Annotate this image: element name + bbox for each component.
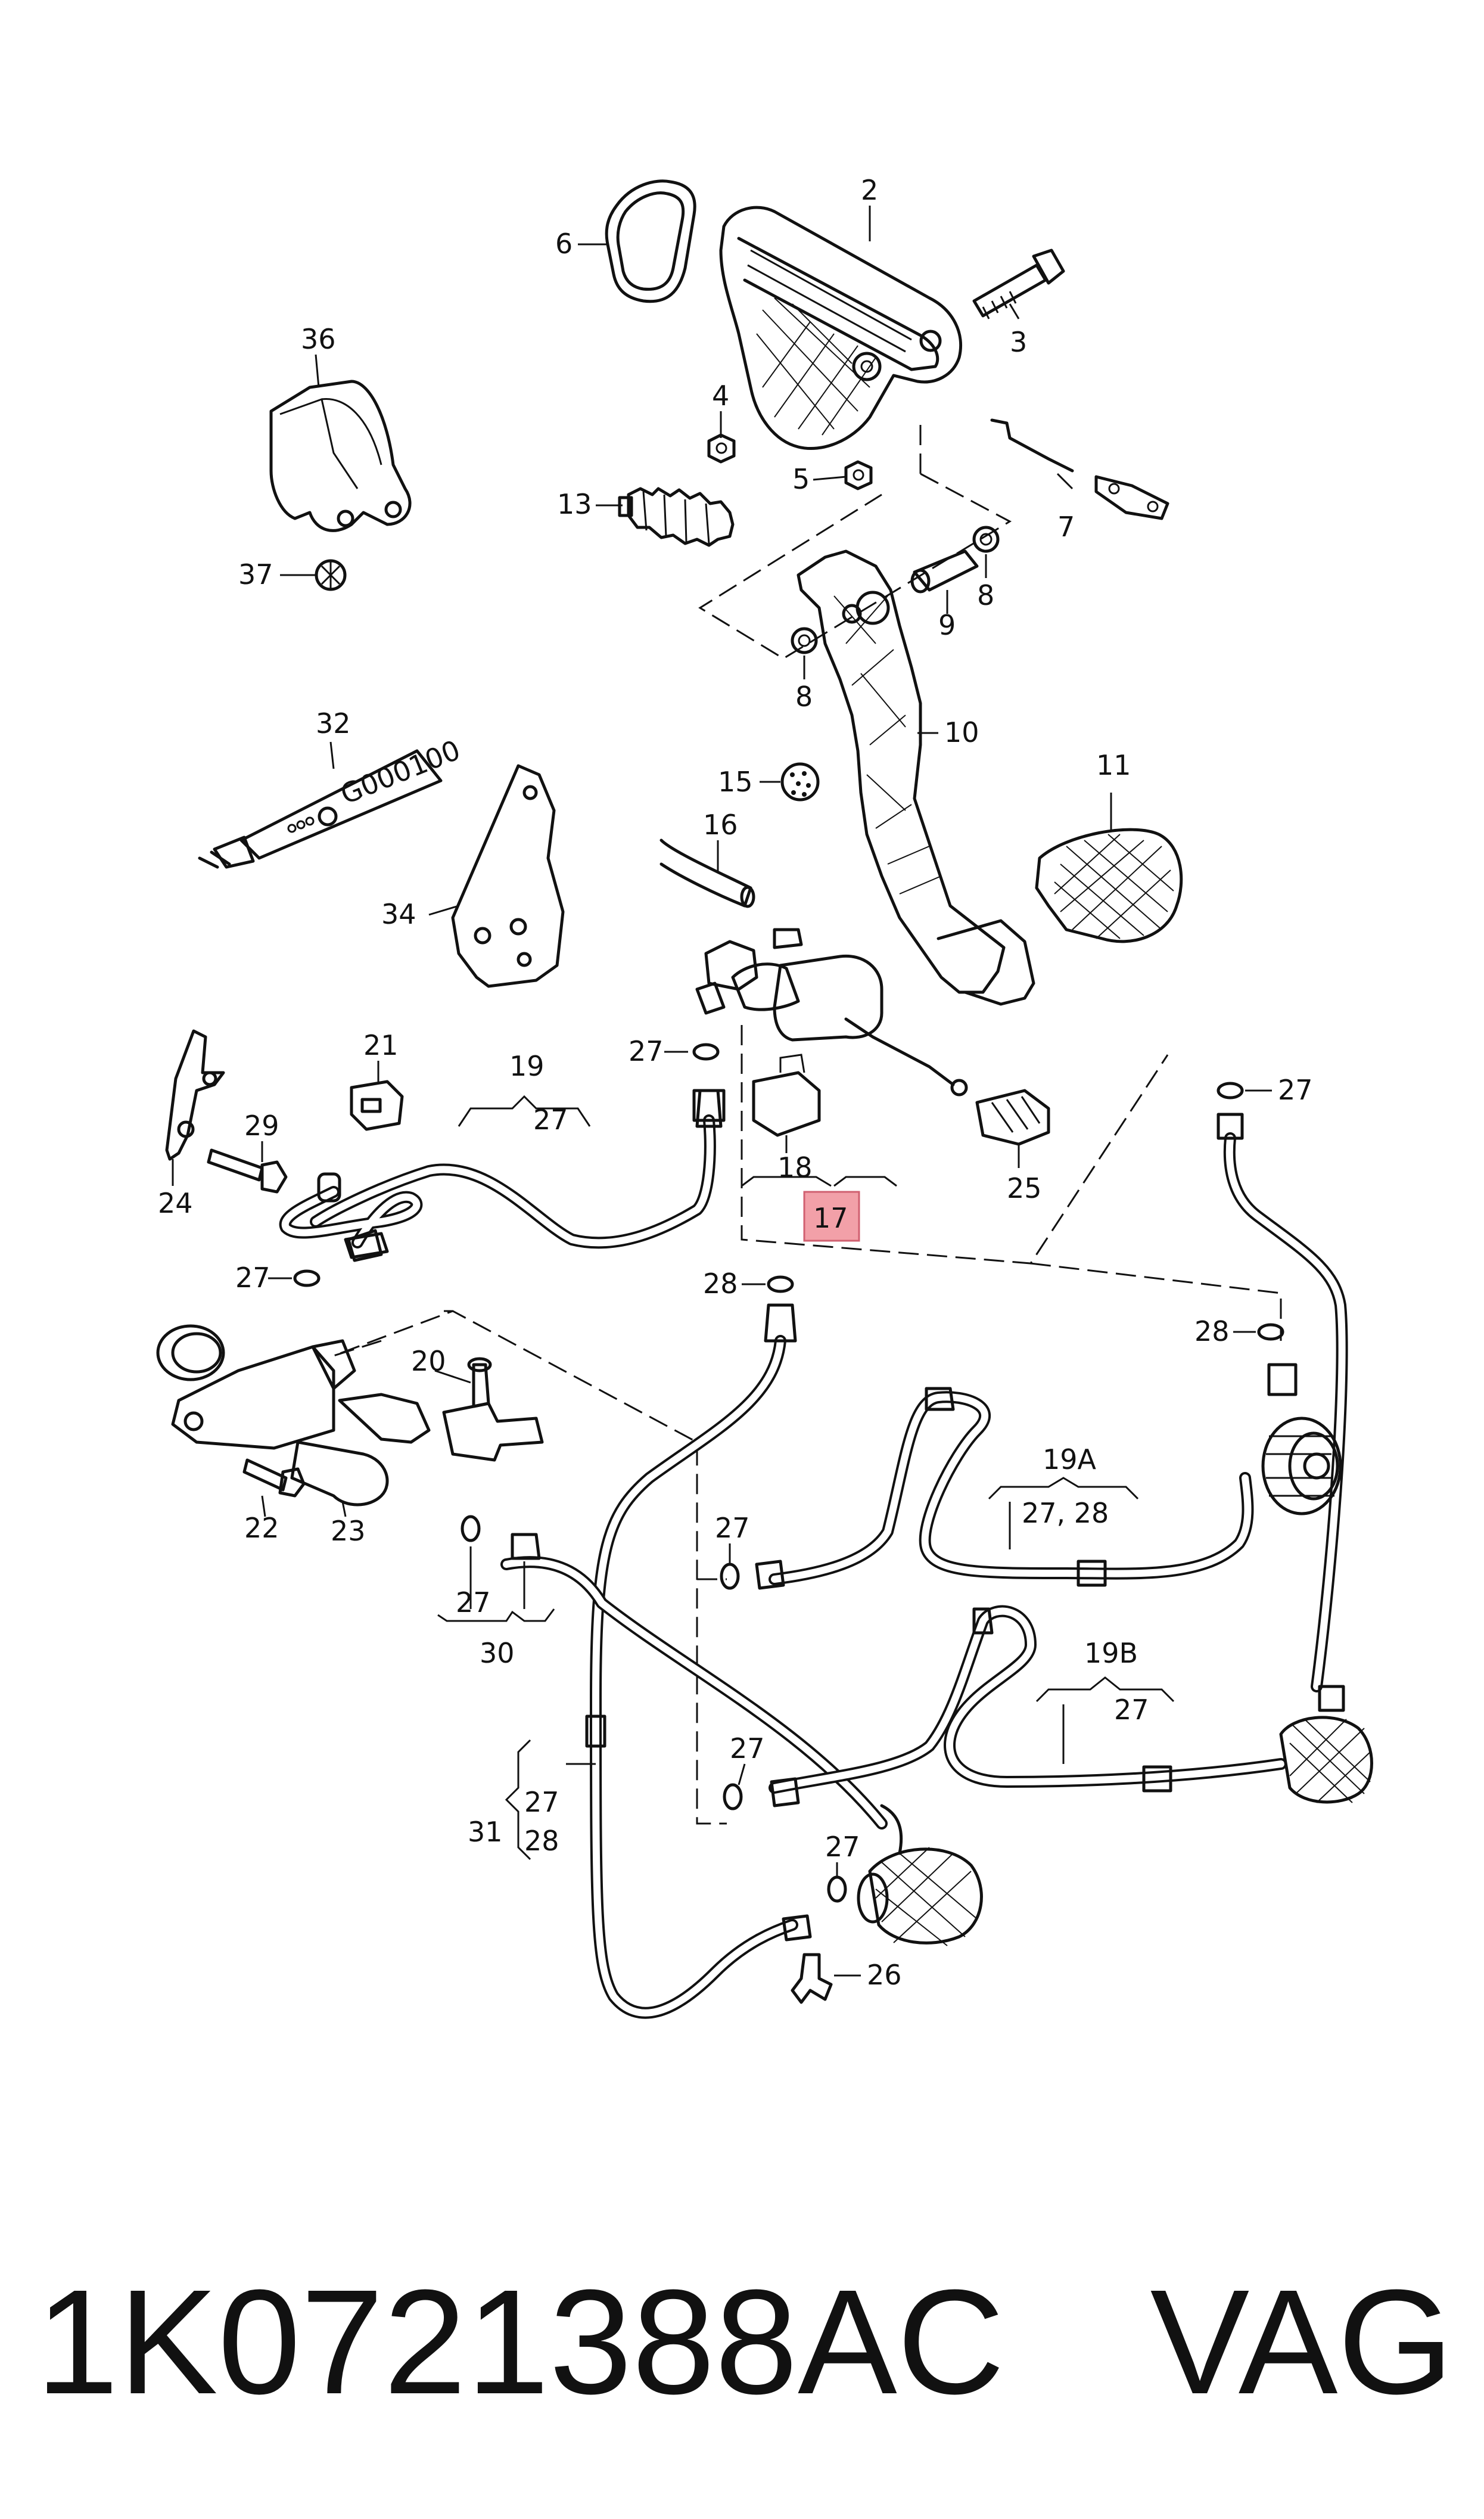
pipe-19 [279, 1089, 726, 1259]
part-16-hose [659, 838, 755, 908]
callout-9: 9 [938, 609, 956, 641]
callout-27-f: 27 [825, 1831, 860, 1863]
callout-27-a: 27 [629, 1035, 664, 1067]
callout-19: 19 [509, 1050, 545, 1082]
assembly-dashed-lines [333, 417, 1282, 1825]
callout-28-b: 28 [1194, 1315, 1230, 1347]
callout-19a: 19A [1043, 1443, 1097, 1476]
part-24-bracket [165, 1029, 225, 1161]
part-26-bleeder [791, 1953, 833, 2004]
callout-3: 3 [1010, 326, 1027, 358]
callout-6: 6 [555, 228, 573, 260]
slave-cylinder-right-lower [1279, 1716, 1373, 1804]
callout-8-upper: 8 [977, 579, 994, 611]
callout-labels: 2 3 4 5 6 7 8 8 9 10 11 13 15 16 17 18 1… [158, 174, 1313, 1991]
part-5-nut [844, 460, 873, 490]
part-21-clip [350, 1080, 404, 1131]
callout-2: 2 [861, 174, 878, 206]
slave-cylinder-right-upper [1261, 1417, 1342, 1515]
callout-27-b: 27 [1278, 1074, 1313, 1106]
callout-34: 34 [381, 898, 416, 930]
callout-25: 25 [1007, 1172, 1042, 1204]
callout-27-e: 27 [730, 1732, 765, 1765]
callout-5: 5 [792, 463, 810, 495]
pipe-30 [500, 1556, 888, 1830]
pipe-19a [769, 1391, 1254, 1587]
callout-brackets [437, 1095, 1175, 1860]
callout-36: 36 [301, 323, 336, 355]
callout-7: 7 [1057, 511, 1075, 543]
part-9-sleeve [910, 549, 979, 594]
callout-15: 15 [718, 766, 753, 798]
callout-23: 23 [331, 1515, 366, 1547]
part-17-master-cylinder [695, 928, 968, 1097]
callout-8-lower: 8 [795, 681, 813, 713]
callout-19a-sub: 27, 28 [1022, 1497, 1109, 1529]
callout-16: 16 [703, 809, 738, 841]
callout-37: 37 [238, 558, 273, 591]
part-36-bracket [269, 380, 412, 532]
callout-11: 11 [1096, 749, 1131, 781]
part-10-clutch-pedal [797, 549, 1035, 1006]
callout-31-sub1: 27 [524, 1786, 559, 1818]
callout-22: 22 [244, 1512, 279, 1544]
callout-10: 10 [944, 716, 979, 748]
footer: 1K0721388AC VAG [36, 2253, 1454, 2431]
pipe-31 [585, 1335, 798, 2019]
callout-24: 24 [158, 1187, 193, 1219]
callout-13: 13 [557, 488, 592, 520]
part-2-pedal-bracket [719, 206, 963, 451]
part-34-plate [451, 764, 565, 988]
part-29-bolt [207, 1148, 288, 1194]
callout-19b-sub: 27 [1114, 1694, 1149, 1726]
callout-26: 26 [867, 1959, 902, 1991]
callout-30: 30 [480, 1637, 515, 1669]
callout-27-d: 27 [715, 1512, 750, 1544]
part-number: 1K0721388AC [36, 2259, 1005, 2425]
part-13-spring [618, 487, 735, 547]
callout-29: 29 [244, 1110, 279, 1142]
callout-27-g: 27 [456, 1586, 491, 1619]
pipe-unions [347, 1089, 1345, 1942]
part-8-bushing-upper [972, 526, 1000, 553]
callout-20: 20 [411, 1345, 446, 1377]
pipe-19b [769, 1605, 1287, 1794]
callout-27-c: 27 [235, 1262, 270, 1294]
brand-name: VAG [1150, 2259, 1454, 2425]
callout-4: 4 [712, 380, 729, 412]
highlight-box-17 [803, 1191, 860, 1242]
callout-19-sub: 27 [533, 1104, 568, 1136]
part-6-gasket [605, 179, 696, 303]
callout-21: 21 [363, 1029, 399, 1061]
callout-31-sub2: 28 [524, 1825, 559, 1857]
part-23-cylinder [156, 1324, 431, 1507]
part-4-nut [707, 433, 736, 464]
part-25-connector [975, 1089, 1050, 1146]
callout-leaders [172, 206, 1272, 1977]
part-8-bushing-lower [791, 627, 818, 654]
pipe-right [1223, 1132, 1348, 1692]
callout-18: 18 [777, 1151, 813, 1184]
callout-17: 17 [813, 1202, 848, 1234]
callout-28-a: 28 [703, 1268, 738, 1300]
part-18-switch [752, 1054, 821, 1137]
part-20-tee [442, 1357, 544, 1462]
callout-19b: 19B [1084, 1637, 1138, 1669]
part-7-switch-bracket [990, 418, 1169, 520]
callout-31: 31 [468, 1816, 503, 1848]
part-37-clip [315, 559, 347, 591]
part-15-buffer [780, 762, 820, 802]
callout-32: 32 [316, 707, 351, 740]
part-11-pedal-pad [1035, 828, 1183, 943]
part-22-bolt [242, 1458, 306, 1498]
part-3-bolt [972, 249, 1065, 319]
slave-cylinder-bottom [857, 1804, 983, 1946]
